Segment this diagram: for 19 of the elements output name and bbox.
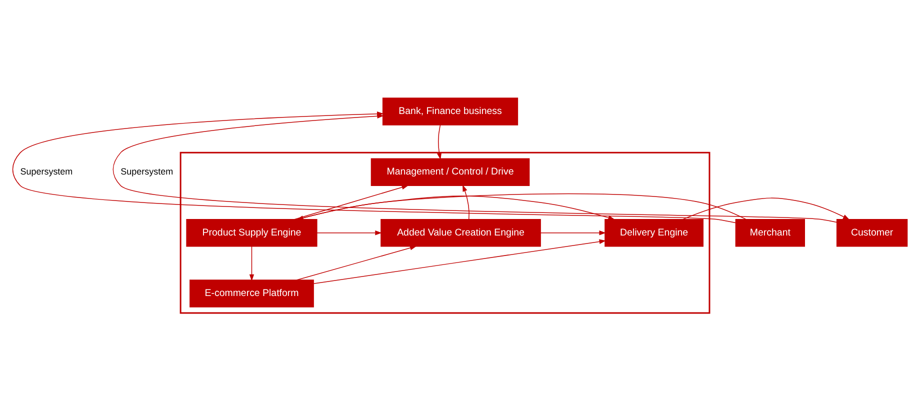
arrow xyxy=(112,114,837,223)
node-box: Customer xyxy=(836,219,908,247)
arrow xyxy=(313,239,606,284)
edge-label: Supersystem xyxy=(20,166,73,176)
node-box: Added Value Creation Engine xyxy=(380,219,541,247)
arrow xyxy=(296,246,417,280)
node-box: Bank, Finance business xyxy=(382,98,518,126)
arrow xyxy=(436,124,442,160)
node-box: Product Supply Engine xyxy=(186,219,318,247)
arrow xyxy=(462,184,470,220)
edge-label: Supersystem xyxy=(120,166,174,176)
arrow xyxy=(316,230,382,236)
arrow xyxy=(249,246,254,282)
node-box: Delivery Engine xyxy=(604,219,704,247)
node-box: E-commerce Platform xyxy=(190,280,314,308)
arrow xyxy=(540,230,606,236)
node-box: Management / Control / Drive xyxy=(370,158,530,186)
node-box: Merchant xyxy=(735,219,805,247)
arrow xyxy=(682,198,850,220)
